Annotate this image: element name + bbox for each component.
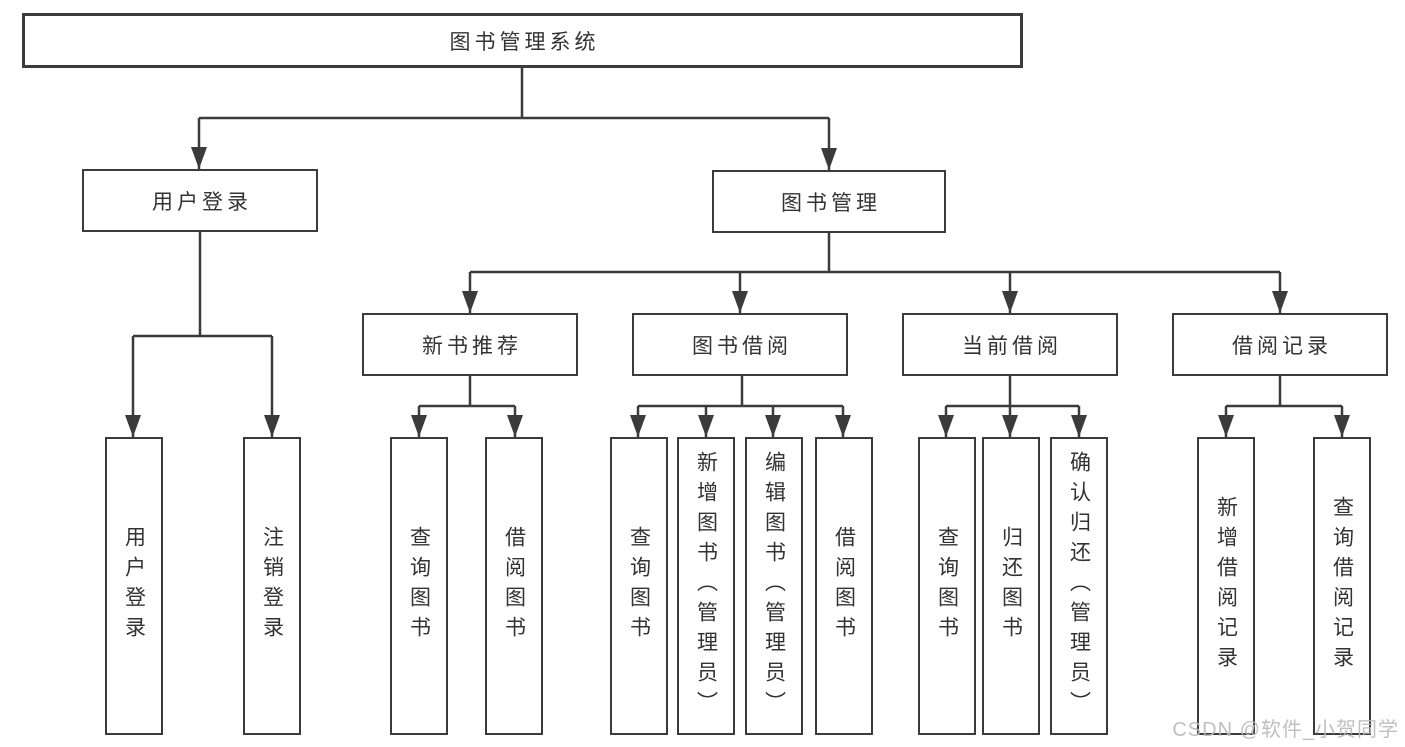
node-current-borrow: 当前借阅 xyxy=(902,313,1118,376)
leaf-query-books-label: 查询图书 xyxy=(627,526,651,646)
leaf-add-borrow-record: 新增借阅记录 xyxy=(1197,437,1255,735)
node-book-borrow: 图书借阅 xyxy=(632,313,848,376)
leaf-edit-books-admin-label: 编辑图书（管理员） xyxy=(762,451,786,721)
leaf-query-borrow-record-label: 查询借阅记录 xyxy=(1330,496,1354,676)
csdn-watermark: CSDN @软件_小贺同学 xyxy=(1172,719,1399,741)
leaf-query-books-label: 查询图书 xyxy=(407,526,431,646)
leaf-borrow-books: 借阅图书 xyxy=(815,437,873,735)
leaf-add-books-admin-label: 新增图书（管理员） xyxy=(694,451,718,721)
node-new-book-recommend: 新书推荐 xyxy=(362,313,578,376)
node-current-borrow-label: 当前借阅 xyxy=(962,334,1062,358)
leaf-add-books-admin: 新增图书（管理员） xyxy=(677,437,735,735)
leaf-return-books-label: 归还图书 xyxy=(999,526,1023,646)
leaf-confirm-return-admin-label: 确认归还（管理员） xyxy=(1067,451,1091,721)
leaf-confirm-return-admin: 确认归还（管理员） xyxy=(1050,437,1108,735)
leaf-query-books: 查询图书 xyxy=(390,437,448,735)
leaf-query-books: 查询图书 xyxy=(610,437,668,735)
leaf-logout-login: 注销登录 xyxy=(243,437,301,735)
node-user-login: 用户登录 xyxy=(82,169,318,232)
leaf-query-borrow-record: 查询借阅记录 xyxy=(1313,437,1371,735)
node-borrow-records: 借阅记录 xyxy=(1172,313,1388,376)
node-root-label: 图书管理系统 xyxy=(449,30,600,54)
node-new-book-recommend-label: 新书推荐 xyxy=(422,334,522,358)
node-book-borrow-label: 图书借阅 xyxy=(692,334,792,358)
leaf-query-books-label: 查询图书 xyxy=(935,526,959,646)
leaf-logout-login-label: 注销登录 xyxy=(260,526,284,646)
leaf-query-books: 查询图书 xyxy=(918,437,976,735)
leaf-return-books: 归还图书 xyxy=(982,437,1040,735)
node-book-management-label: 图书管理 xyxy=(781,191,881,215)
leaf-edit-books-admin: 编辑图书（管理员） xyxy=(745,437,803,735)
node-book-management: 图书管理 xyxy=(712,170,946,233)
node-root-system: 图书管理系统 xyxy=(22,13,1023,68)
leaf-user-login-label: 用户登录 xyxy=(122,526,146,646)
leaf-borrow-books-label: 借阅图书 xyxy=(832,526,856,646)
node-borrow-records-label: 借阅记录 xyxy=(1232,334,1332,358)
leaf-borrow-books-label: 借阅图书 xyxy=(502,526,526,646)
leaf-user-login: 用户登录 xyxy=(105,437,163,735)
node-user-login-label: 用户登录 xyxy=(152,190,252,214)
leaf-borrow-books: 借阅图书 xyxy=(485,437,543,735)
leaf-add-borrow-record-label: 新增借阅记录 xyxy=(1214,496,1238,676)
